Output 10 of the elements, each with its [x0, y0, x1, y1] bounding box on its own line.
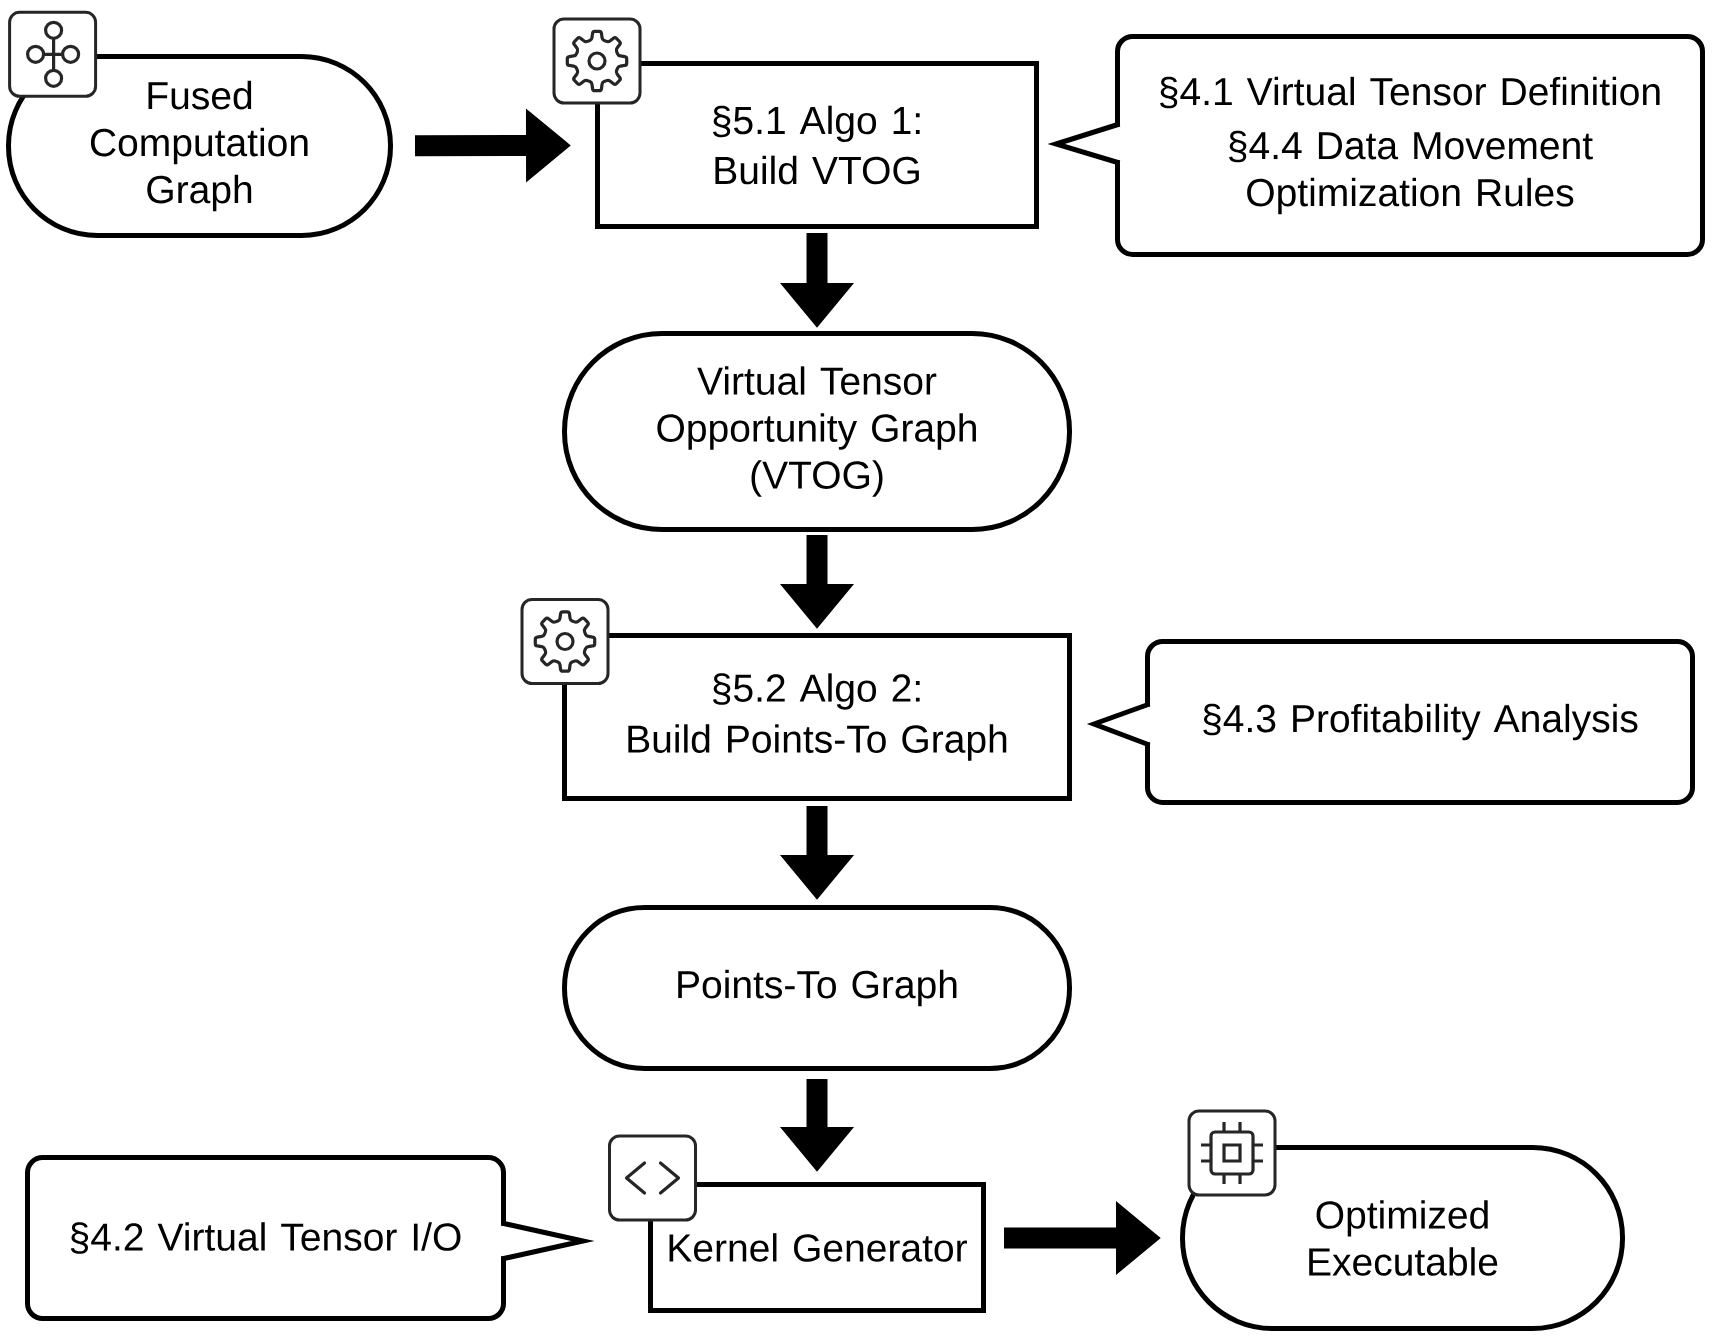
callout-box: §4.3 Profitability Analysis [1145, 639, 1695, 805]
callout-box: §4.1 Virtual Tensor Definition §4.4 Data Movement Optimization Rules [1115, 34, 1705, 257]
rounded-box: Optimized Executable [1180, 1145, 1625, 1331]
rounded-box: Points-To Graph [562, 905, 1072, 1071]
callout-box: §4.2 Virtual Tensor I/O [25, 1155, 506, 1321]
rounded-box: Fused Computation Graph [6, 54, 393, 238]
process-box: §5.1 Algo 1: Build VTOG [595, 61, 1039, 229]
process-box: §5.2 Algo 2: Build Points-To Graph [562, 633, 1072, 801]
process-box: Kernel Generator [648, 1182, 986, 1313]
rounded-box: Virtual Tensor Opportunity Graph (VTOG) [562, 331, 1072, 532]
